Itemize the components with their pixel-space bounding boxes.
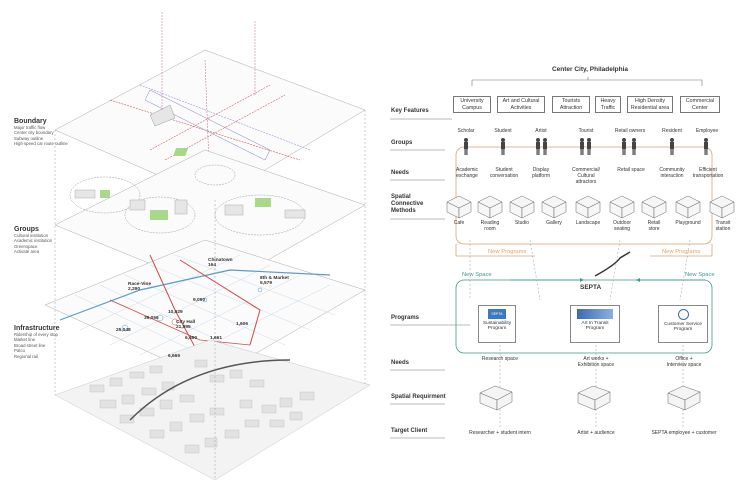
infrastructure-legend: Infrastructure Ridership of every stop M… — [14, 325, 60, 359]
legend-item: Market line — [14, 337, 36, 343]
stop-value: 6,460 — [185, 336, 198, 341]
legend-item: High speed car route outline — [14, 141, 68, 147]
groups-legend: Groups Cultural institution Academic ins… — [14, 226, 52, 255]
program-box-customer-service: Customer Service Program — [658, 305, 708, 343]
need2-label: Office +Interview space — [666, 356, 702, 368]
row-label-spatial-requirment: Spatial Requirment — [391, 394, 446, 400]
client-label: Researcher + student intern — [469, 430, 531, 436]
row-label-spatial-methods: Spatial Connective Methods — [391, 194, 424, 214]
stop-8th-market: 8th & Market 5,579 — [260, 276, 289, 286]
group-label: Artist — [535, 128, 547, 134]
row-label-key-features: Key Features — [391, 108, 429, 114]
infrastructure-subtitle: Ridership of every stop — [14, 332, 58, 337]
stop-city-hall: City Hall 21,995 — [176, 320, 196, 330]
flow-lines — [390, 77, 713, 439]
method-icons — [446, 195, 735, 219]
stop-value: 25,048 — [116, 328, 131, 333]
infrastructure-layer — [44, 239, 366, 381]
stop-value: 6,669 — [168, 354, 181, 359]
new-programs-right: New Programs — [662, 249, 701, 255]
legend-item: Academic institution — [14, 238, 53, 244]
group-label: Employee — [695, 128, 719, 134]
row-label-target-client: Target Client — [391, 428, 428, 434]
stop-value: 9,090 — [193, 298, 206, 303]
method-label: Playground — [675, 220, 701, 226]
method-label: Studio — [514, 220, 530, 226]
art-in-transit-logo-icon — [577, 309, 613, 319]
legend-item: Patco — [14, 348, 25, 354]
infrastructure-title: Infrastructure — [14, 325, 60, 332]
group-label: Scholar — [457, 128, 475, 134]
new-space-left: New Space — [462, 272, 492, 278]
stop-race-vine: Race-Vine 2,290 — [128, 282, 152, 292]
septa-label: SEPTA — [580, 284, 602, 291]
legend-item: Subway outline — [14, 135, 44, 141]
boundary-title: Boundary — [14, 118, 47, 125]
stop-value: 10,029 — [168, 310, 183, 315]
row-label-groups: Groups — [391, 140, 413, 146]
groups-title: Groups — [14, 226, 39, 233]
stop-value: 1,661 — [210, 336, 223, 341]
diagram-title: Center City, Philadelphia — [551, 66, 629, 73]
legend-item: Broad street line — [14, 342, 46, 348]
group-label: Resident — [662, 128, 682, 134]
stop-chinatown: Chinatown 164 — [208, 258, 233, 268]
need-label: Retail space — [617, 167, 645, 173]
new-space-right: New Space — [685, 272, 715, 278]
people-figures — [464, 138, 708, 155]
new-programs-left: New Programs — [488, 249, 527, 255]
layer-connectors — [54, 110, 366, 480]
method-label: Gallery — [546, 220, 562, 226]
client-label: SEPTA employee + customer — [651, 430, 717, 436]
client-label: Artist + audience — [577, 430, 615, 436]
method-label: Cafe — [453, 220, 465, 226]
city-fabric-layer — [54, 339, 371, 481]
stop-value: 1,606 — [236, 322, 249, 327]
legend-item: Cultural institution — [14, 233, 49, 238]
legend-item: Center city boundary — [14, 130, 54, 136]
group-label: Retail owners — [614, 128, 646, 134]
legend-item: Activate area — [14, 249, 40, 255]
need2-label: Art works +Exhibition space — [577, 356, 615, 368]
groups-layer — [54, 148, 366, 291]
row-label-needs-2: Needs — [391, 360, 410, 366]
group-label: Tourist — [578, 128, 594, 134]
program-box-art-in-transit: Art In Transit Program — [570, 305, 620, 343]
need2-label: Research space — [481, 356, 519, 362]
legend-item: Regional rail — [14, 353, 38, 359]
boundary-legend: Boundary Major traffic flow Center city … — [14, 118, 68, 147]
customer-service-logo-icon — [677, 309, 689, 320]
septa-logo-icon: SEPTA — [488, 309, 506, 319]
method-label: Landscape — [575, 220, 601, 226]
row-label-needs: Needs — [391, 170, 410, 176]
row-label-programs: Programs — [391, 315, 420, 321]
legend-item: Major traffic flow — [14, 125, 46, 130]
program-box-sustainability: SEPTA Sustainability Program — [478, 305, 516, 343]
group-label: Student — [494, 128, 512, 134]
legend-item: Greenspace — [14, 243, 38, 249]
stop-value: 39,056 — [144, 316, 159, 321]
